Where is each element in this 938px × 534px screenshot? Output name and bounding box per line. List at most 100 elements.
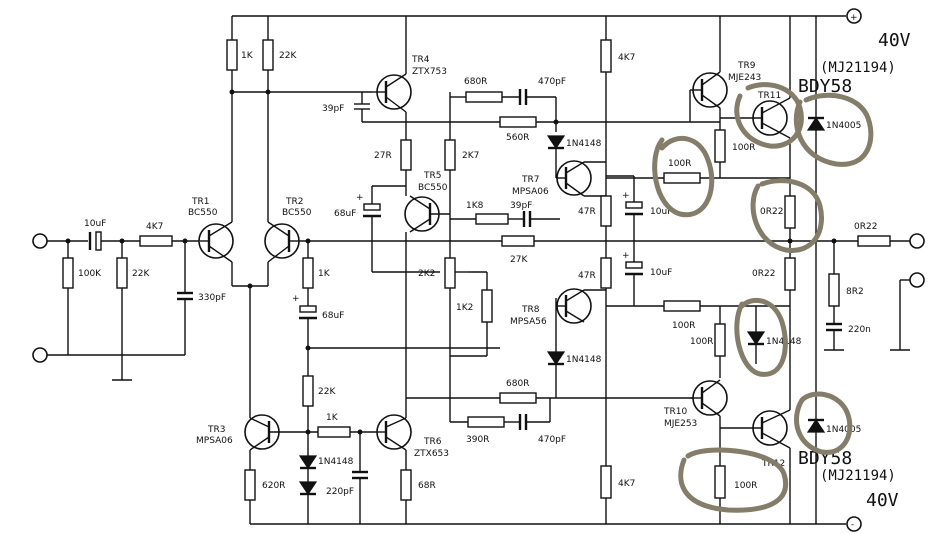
negative-symbol: - xyxy=(851,520,854,530)
resistor-47r-bottom xyxy=(600,257,612,289)
diode-1n4005-top: 1N4005 xyxy=(806,16,861,241)
diode-1n4148-top: 1N4148 xyxy=(546,135,602,150)
diode-1n4005-bottom: 1N4005 xyxy=(806,241,861,524)
svg-text:470pF: 470pF xyxy=(538,77,566,87)
svg-text:680R: 680R xyxy=(506,379,529,389)
svg-text:BC550: BC550 xyxy=(282,208,312,218)
svg-text:100R: 100R xyxy=(672,321,695,331)
svg-text:2K7: 2K7 xyxy=(462,151,479,161)
svg-text:470pF: 470pF xyxy=(538,435,566,445)
svg-text:10uF: 10uF xyxy=(650,207,672,217)
resistor-680r-bottom xyxy=(499,392,537,404)
resistor-0r22-output xyxy=(857,235,891,247)
svg-text:620R: 620R xyxy=(262,481,285,491)
positive-voltage-label: 40V xyxy=(878,30,911,51)
resistor-2k7 xyxy=(444,139,456,171)
svg-text:100R: 100R xyxy=(690,337,713,347)
svg-text:100K: 100K xyxy=(78,269,102,279)
svg-text:100R: 100R xyxy=(732,143,755,153)
input-terminal[interactable] xyxy=(32,233,48,249)
plus: + xyxy=(622,191,630,201)
svg-text:TR5: TR5 xyxy=(423,171,441,181)
transistor-tr5: TR5 BC550 xyxy=(404,171,450,233)
svg-text:4K7: 4K7 xyxy=(618,53,635,63)
svg-text:TR1: TR1 xyxy=(191,197,209,207)
transistor-tr2: TR2 BC550 xyxy=(264,197,312,263)
resistor-22k-top xyxy=(262,39,274,71)
svg-text:TR4: TR4 xyxy=(411,55,430,65)
svg-text:1N4005: 1N4005 xyxy=(826,425,861,435)
svg-text:MPSA06: MPSA06 xyxy=(512,187,549,197)
svg-text:BC550: BC550 xyxy=(188,208,218,218)
svg-text:0R22: 0R22 xyxy=(752,269,775,279)
resistor-4k7-top xyxy=(600,39,612,73)
preset-2k2[interactable] xyxy=(444,257,456,289)
resistor-1k-top xyxy=(226,39,238,71)
svg-text:MPSA56: MPSA56 xyxy=(510,317,547,327)
svg-text:1K: 1K xyxy=(241,51,254,61)
resistor-100r-top xyxy=(663,172,701,184)
svg-text:TR3: TR3 xyxy=(207,425,225,435)
transistor-tr9: TR9 MJE243 xyxy=(690,61,761,109)
svg-text:TR8: TR8 xyxy=(521,305,540,315)
svg-text:MJE253: MJE253 xyxy=(664,419,697,429)
svg-text:TR10: TR10 xyxy=(663,407,687,417)
resistor-4k7-bottom xyxy=(600,465,612,499)
svg-text:220pF: 220pF xyxy=(326,487,354,497)
resistor-68r xyxy=(400,469,412,501)
resistor-390r xyxy=(467,416,505,428)
transistor-tr6: TR6 ZTX653 xyxy=(376,414,449,459)
svg-text:10uF: 10uF xyxy=(84,219,106,229)
svg-text:1K2: 1K2 xyxy=(456,303,473,313)
svg-text:1K: 1K xyxy=(326,413,339,423)
output-ground-terminal[interactable] xyxy=(909,272,925,288)
svg-text:TR2: TR2 xyxy=(285,197,303,207)
diode-1n4148-bias: 1N4148 xyxy=(746,306,802,364)
resistor-22k-low xyxy=(302,375,314,407)
svg-text:330pF: 330pF xyxy=(198,293,226,303)
svg-text:47R: 47R xyxy=(578,271,596,281)
svg-text:TR9: TR9 xyxy=(737,61,756,71)
svg-text:MPSA06: MPSA06 xyxy=(196,436,233,446)
svg-text:ZTX753: ZTX753 xyxy=(412,67,447,77)
plus: + xyxy=(622,251,630,261)
svg-text:390R: 390R xyxy=(466,435,489,445)
resistor-27r xyxy=(400,139,412,171)
plus: + xyxy=(292,294,300,304)
resistor-100r-tr10 xyxy=(714,323,726,357)
svg-text:27K: 27K xyxy=(510,255,528,265)
ground-terminal[interactable] xyxy=(32,347,48,363)
bottom-device-note: (MJ21194) xyxy=(820,468,896,484)
transistor-tr3: TR3 MPSA06 xyxy=(196,414,290,451)
svg-text:1N4005: 1N4005 xyxy=(826,121,861,131)
svg-text:4K7: 4K7 xyxy=(618,479,635,489)
transistor-tr7: TR7 MPSA06 xyxy=(512,160,592,197)
top-output-type: BDY58 xyxy=(798,76,852,97)
annotation-circles xyxy=(652,82,874,513)
svg-text:ZTX653: ZTX653 xyxy=(414,449,449,459)
svg-text:27R: 27R xyxy=(374,151,392,161)
svg-text:1K: 1K xyxy=(318,269,331,279)
transistor-tr1: TR1 BC550 xyxy=(188,197,234,263)
svg-text:68R: 68R xyxy=(418,481,436,491)
svg-text:TR11: TR11 xyxy=(757,91,781,101)
negative-voltage-label: 40V xyxy=(866,490,899,511)
svg-text:1N4148: 1N4148 xyxy=(566,139,602,149)
svg-text:0R22: 0R22 xyxy=(760,207,783,217)
svg-text:1N4148: 1N4148 xyxy=(566,355,602,365)
svg-text:BC550: BC550 xyxy=(418,183,448,193)
resistor-100r-mid xyxy=(663,300,701,312)
resistor-100r-bottom xyxy=(714,465,726,499)
svg-text:1N4148: 1N4148 xyxy=(318,457,354,467)
resistor-100k xyxy=(62,257,74,289)
svg-text:100R: 100R xyxy=(668,159,691,169)
output-terminal[interactable] xyxy=(909,233,925,249)
diodes-1n4148-vbe: 1N4148 xyxy=(298,455,354,496)
svg-text:68uF: 68uF xyxy=(322,311,344,321)
resistor-1k2 xyxy=(481,289,493,323)
svg-text:4K7: 4K7 xyxy=(146,222,163,232)
svg-text:22K: 22K xyxy=(132,269,150,279)
resistor-47r-top xyxy=(600,195,612,227)
resistor-27k xyxy=(501,235,535,247)
